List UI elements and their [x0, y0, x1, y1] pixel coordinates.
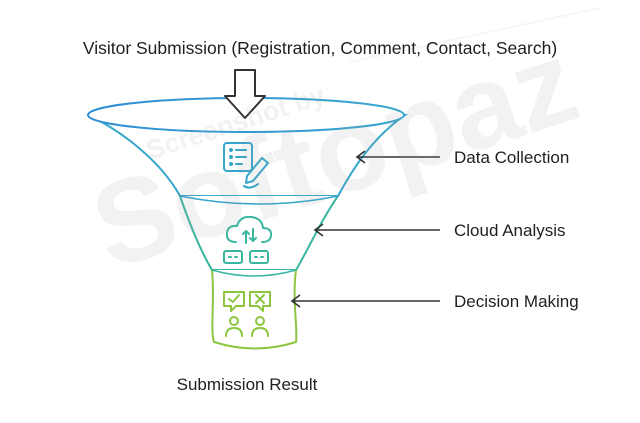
approve-reject-icon [223, 291, 271, 337]
stage-label-decision-making: Decision Making [454, 292, 579, 311]
down-arrow-icon [224, 69, 266, 119]
arrow-cloud-analysis [313, 223, 440, 237]
checklist-pen-icon [223, 142, 269, 189]
arrow-data-collection [355, 150, 440, 164]
funnel-stage-cloud-analysis [179, 195, 339, 271]
funnel-stage-decision-making [211, 269, 298, 350]
arrow-decision-making [290, 294, 440, 308]
stage-label-cloud-analysis: Cloud Analysis [454, 221, 566, 240]
output-label: Submission Result [176, 375, 318, 394]
stage-label-data-collection: Data Collection [454, 148, 570, 167]
cloud-sync-icon [223, 215, 273, 264]
input-label: Visitor Submission (Registration, Commen… [82, 38, 558, 58]
